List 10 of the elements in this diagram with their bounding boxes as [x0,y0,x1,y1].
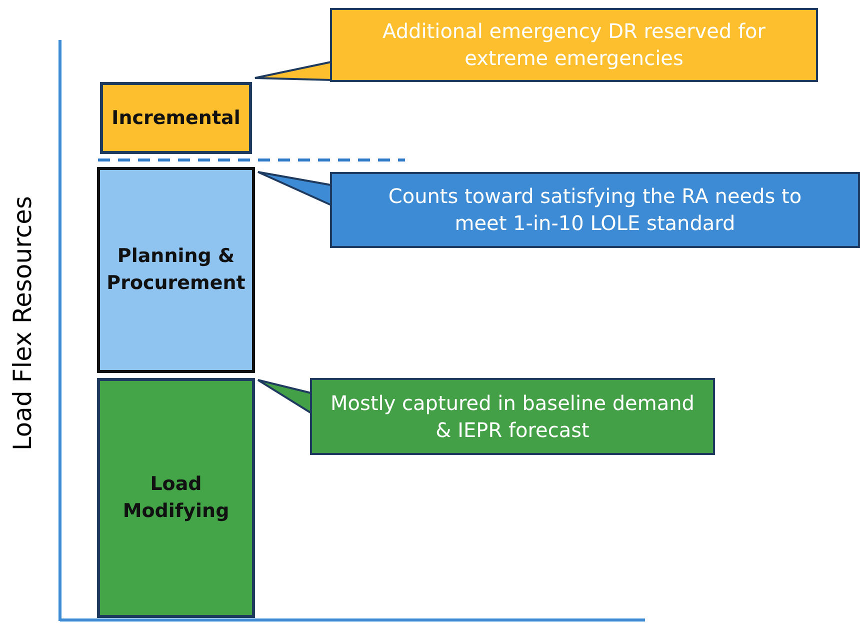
callout-box: Additional emergency DR reserved for extreme emergencies [330,8,818,82]
axis-title: Load Flex Resources [8,196,37,451]
callout-pointer [257,379,312,415]
bar-segment: Load Modifying [97,378,255,618]
bar-segment: Incremental [100,82,252,154]
callout-box: Counts toward satisfying the RA needs to meet 1-in-10 LOLE standard [330,172,860,248]
callout-pointer [257,171,332,207]
callout-box: Mostly captured in baseline demand & IEPR forecast [310,378,715,455]
callout-pointer [254,60,332,82]
bar-segment: Planning & Procurement [97,167,255,373]
